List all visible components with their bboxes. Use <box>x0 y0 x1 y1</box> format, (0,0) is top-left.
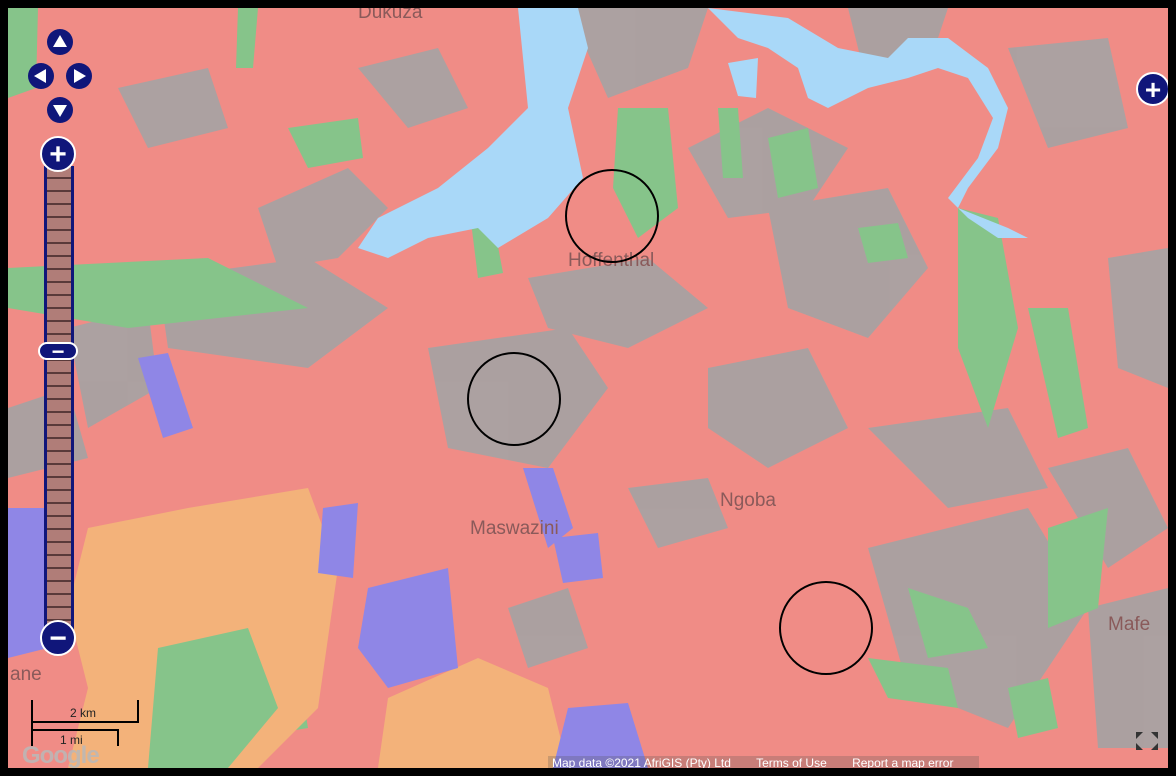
scale-bar: 2 km 1 mi <box>26 696 144 748</box>
report-error-link[interactable]: Report a map error <box>852 756 954 768</box>
zoom-in-button[interactable]: + <box>40 136 76 172</box>
place-label-ane: ane <box>10 664 42 685</box>
fullscreen-icon[interactable] <box>1134 730 1160 752</box>
circle-marker[interactable] <box>565 169 659 263</box>
zoom-out-button[interactable]: − <box>40 620 76 656</box>
scale-metric-label: 2 km <box>70 706 97 720</box>
google-logo: Google <box>22 742 100 768</box>
map-viewport[interactable]: Dukuza Hoffenthal Ngoba Maswazini Mafe a… <box>8 8 1168 768</box>
overview-toggle-button[interactable]: + <box>1136 72 1168 106</box>
map-tiles <box>8 8 1168 768</box>
pan-control <box>28 29 92 123</box>
circle-marker[interactable] <box>467 352 561 446</box>
place-label-maswazini: Maswazini <box>470 518 559 539</box>
place-label-dukuza: Dukuza <box>358 8 423 23</box>
zoom-slider-thumb[interactable]: − <box>38 341 78 363</box>
place-label-ngoba: Ngoba <box>720 490 776 511</box>
attribution-bar: Map data ©2021 AfriGIS (Pty) Ltd Terms o… <box>548 756 980 768</box>
circle-marker[interactable] <box>779 581 873 675</box>
map-data-credit: Map data ©2021 AfriGIS (Pty) Ltd <box>552 756 731 768</box>
place-label-mafe: Mafe <box>1108 614 1151 635</box>
zoom-slider-track[interactable] <box>44 166 74 632</box>
scale-imperial-label: 1 mi <box>60 733 83 747</box>
terms-of-use-link[interactable]: Terms of Use <box>756 756 827 768</box>
zoom-control: + − − <box>38 136 78 656</box>
